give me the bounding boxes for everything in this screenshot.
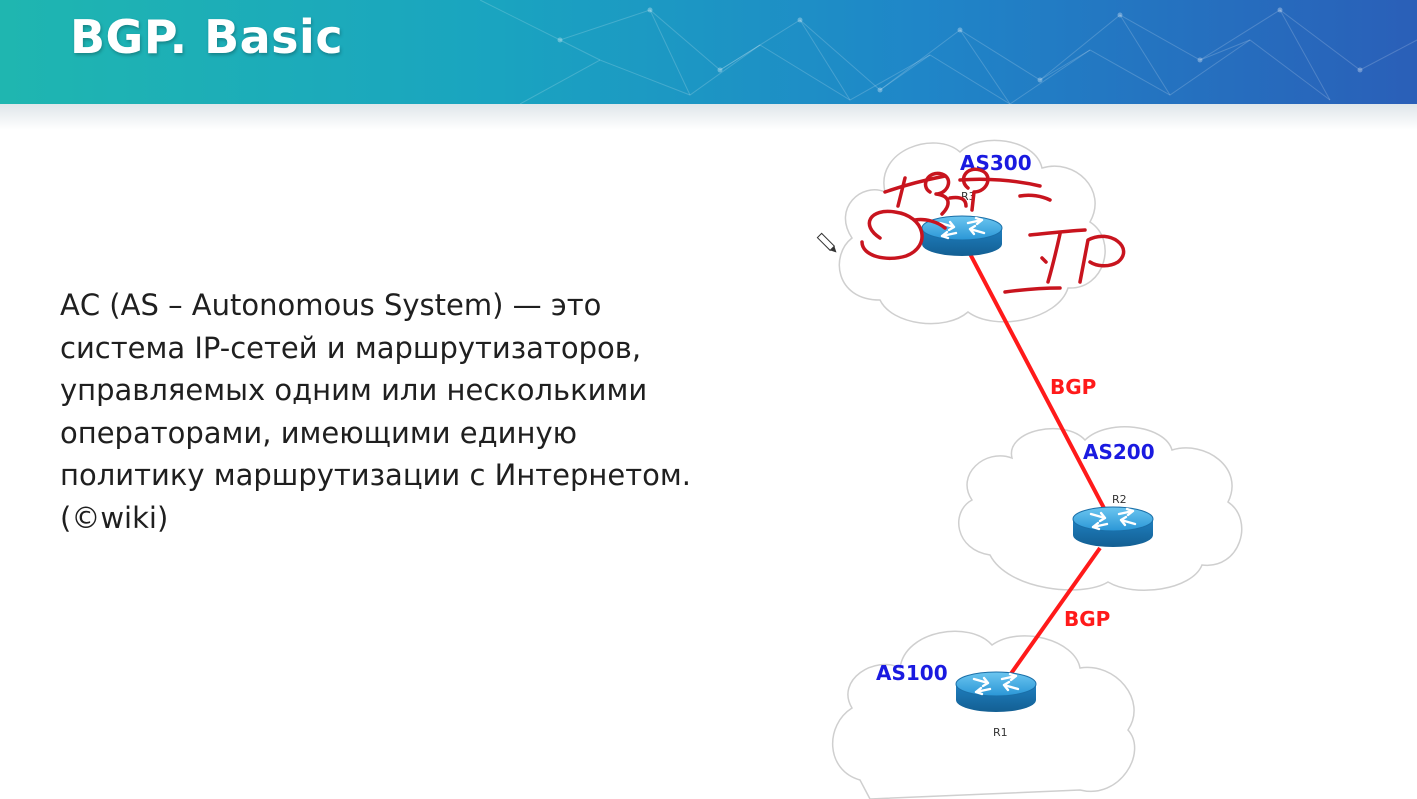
bgp-link-label: BGP [1064, 607, 1110, 631]
definition-line: АС (AS – Autonomous System) — это [60, 288, 602, 322]
definition-line: операторами, имеющими единую [60, 415, 578, 450]
header-network-pattern [479, 0, 1417, 104]
slide-header: BGP. Basic [0, 0, 1417, 104]
as-definition-text: АС (AS – Autonomous System) — это систем… [60, 284, 780, 539]
as100-label: AS100 [876, 661, 948, 685]
slide-title: BGP. Basic [70, 10, 344, 64]
bgp-link-r3-r2 [966, 249, 1107, 511]
definition-line: (©wiki) [60, 500, 169, 535]
as200-label: AS200 [1083, 440, 1155, 464]
header-shadow [0, 104, 1417, 130]
router-r2-label: R2 [1112, 493, 1127, 506]
bgp-link-label: BGP [1050, 375, 1096, 399]
router-r1-label: R1 [993, 726, 1008, 739]
router-r1-icon [954, 670, 1038, 714]
handwritten-annotation [860, 167, 1126, 294]
cloud-as100 [831, 630, 1136, 799]
router-r2-icon [1071, 505, 1155, 549]
pen-cursor-icon [816, 232, 837, 253]
definition-line: политику маршрутизации с Интернетом. [60, 458, 691, 492]
bgp-link-r2-r1 [1008, 546, 1102, 677]
definition-line: система IP-сетей и маршрутизаторов, [60, 330, 642, 365]
definition-line: управляемых одним или несколькими [60, 373, 648, 407]
